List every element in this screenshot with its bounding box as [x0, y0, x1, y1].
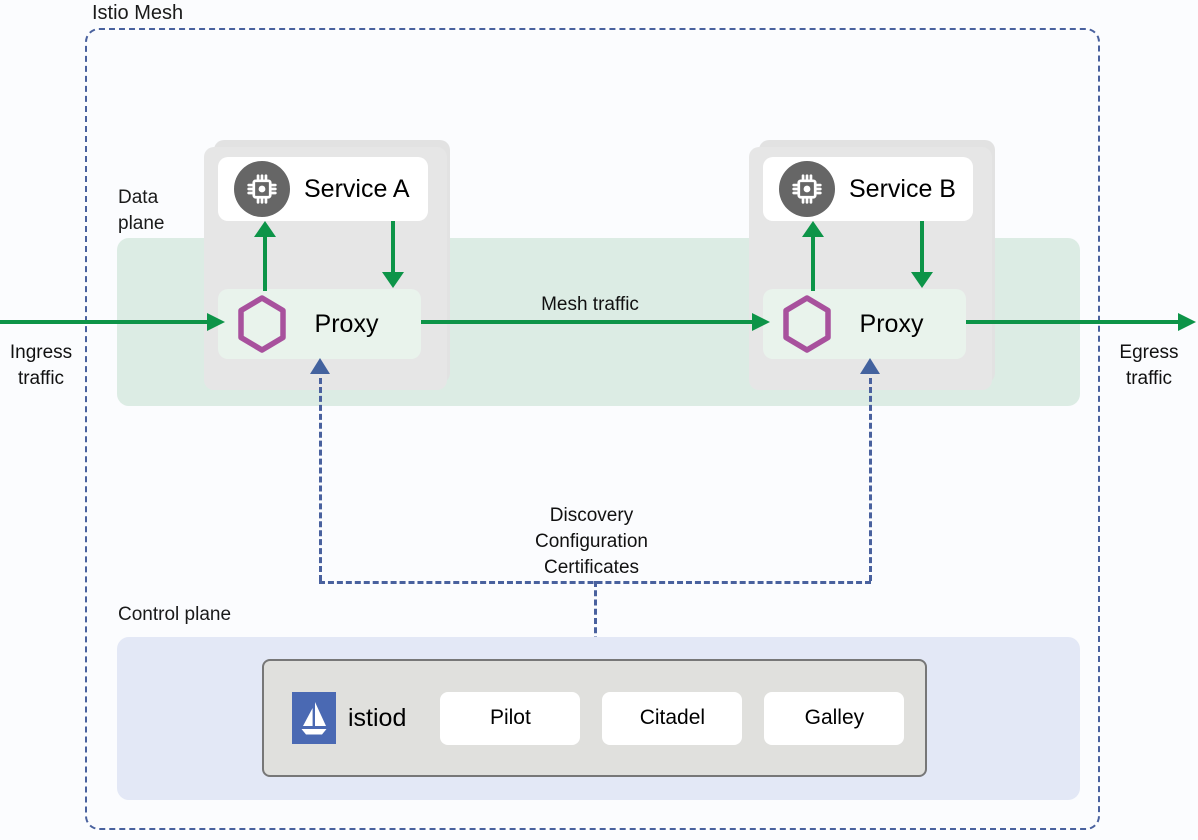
control-to-proxy-a-arrowhead: [310, 358, 330, 374]
istiod-to-bus-line: [594, 581, 597, 661]
istiod-components-row: Pilot Citadel Galley: [440, 691, 905, 745]
control-to-proxy-b-line: [869, 378, 872, 581]
istiod-box[interactable]: istiod Pilot Citadel Galley: [262, 659, 927, 777]
service-a-to-proxy-a-line: [391, 221, 395, 275]
component-citadel[interactable]: Citadel: [602, 691, 743, 745]
egress-label-line1: Egress: [1119, 342, 1179, 363]
service-a-to-proxy-a-arrowhead: [382, 272, 404, 288]
service-b-to-proxy-b-line: [920, 221, 924, 275]
egress-traffic-arrowhead: [1178, 313, 1196, 331]
discovery-configuration-certificates-label: Discovery Configuration Certificates: [489, 503, 694, 581]
mesh-traffic-arrowhead: [752, 313, 770, 331]
proxy-b-box[interactable]: Proxy: [763, 289, 966, 359]
ingress-traffic-label: Ingress traffic: [0, 340, 82, 392]
proxy-a-label: Proxy: [314, 309, 379, 338]
ingress-label-line2: traffic: [17, 368, 65, 389]
discovery-line3: Certificates: [543, 557, 640, 578]
service-a-label: Service A: [304, 174, 410, 203]
proxy-a-to-service-a-arrowhead: [254, 221, 276, 237]
ingress-label-line1: Ingress: [9, 342, 73, 363]
proxy-a-box[interactable]: Proxy: [218, 289, 421, 359]
proxy-a-to-service-a-line: [263, 233, 267, 291]
component-pilot[interactable]: Pilot: [440, 691, 581, 745]
cpu-chip-icon: [234, 161, 290, 217]
data-plane-label-line1: Data: [118, 187, 159, 208]
egress-traffic-line: [966, 320, 1181, 324]
ingress-traffic-arrowhead: [207, 313, 225, 331]
istiod-label: istiod: [348, 703, 407, 732]
envoy-hexagon-icon: [779, 294, 835, 354]
control-to-proxy-a-line: [319, 378, 322, 581]
component-galley[interactable]: Galley: [764, 691, 905, 745]
service-b-to-proxy-b-arrowhead: [911, 272, 933, 288]
discovery-line2: Configuration: [534, 531, 649, 552]
control-plane-label: Control plane: [118, 604, 232, 625]
envoy-hexagon-icon: [234, 294, 290, 354]
ingress-traffic-line: [0, 320, 215, 324]
istio-mesh-boundary: [85, 28, 1100, 830]
mesh-traffic-label: Mesh traffic: [541, 294, 639, 315]
service-b-label: Service B: [849, 174, 956, 203]
mesh-traffic-line: [421, 320, 761, 324]
istio-sailboat-logo: [292, 692, 336, 744]
egress-label-line2: traffic: [1125, 368, 1173, 389]
discovery-line1: Discovery: [549, 505, 634, 526]
data-plane-label: Data plane: [118, 185, 228, 237]
service-a-box[interactable]: Service A: [218, 157, 428, 221]
istio-mesh-label: Istio Mesh: [86, 2, 190, 25]
proxy-b-to-service-b-arrowhead: [802, 221, 824, 237]
proxy-b-label: Proxy: [859, 309, 924, 338]
service-b-box[interactable]: Service B: [763, 157, 973, 221]
egress-traffic-label: Egress traffic: [1108, 340, 1190, 392]
data-plane-label-line2: plane: [118, 213, 165, 234]
cpu-chip-icon: [779, 161, 835, 217]
proxy-b-to-service-b-line: [811, 233, 815, 291]
control-to-proxy-b-arrowhead: [860, 358, 880, 374]
